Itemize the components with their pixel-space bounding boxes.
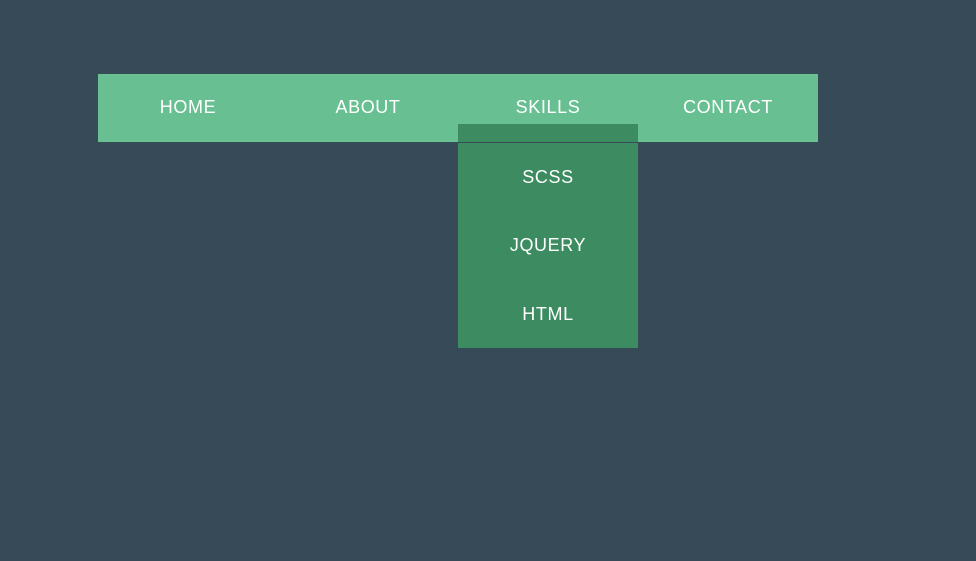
dropdown-item-scss[interactable]: SCSS — [458, 143, 638, 211]
nav-item-skills[interactable]: SKILLS — [458, 74, 638, 142]
dropdown-item-label: SCSS — [522, 167, 574, 188]
dropdown-item-html[interactable]: HTML — [458, 280, 638, 348]
nav-item-contact[interactable]: CONTACT — [638, 74, 818, 142]
nav-item-home[interactable]: HOME — [98, 74, 278, 142]
nav-item-label: HOME — [159, 97, 217, 117]
dropdown-item-jquery[interactable]: JQUERY — [458, 211, 638, 279]
main-navigation: HOME ABOUT SKILLS CONTACT — [98, 74, 818, 142]
nav-item-about[interactable]: ABOUT — [278, 74, 458, 142]
nav-item-label: ABOUT — [335, 97, 401, 117]
dropdown-item-label: JQUERY — [509, 235, 587, 256]
dropdown-item-label: HTML — [522, 303, 574, 324]
nav-item-label: CONTACT — [683, 97, 773, 117]
nav-item-label: SKILLS — [515, 97, 581, 117]
skills-dropdown-menu: SCSS JQUERY HTML — [458, 143, 638, 348]
